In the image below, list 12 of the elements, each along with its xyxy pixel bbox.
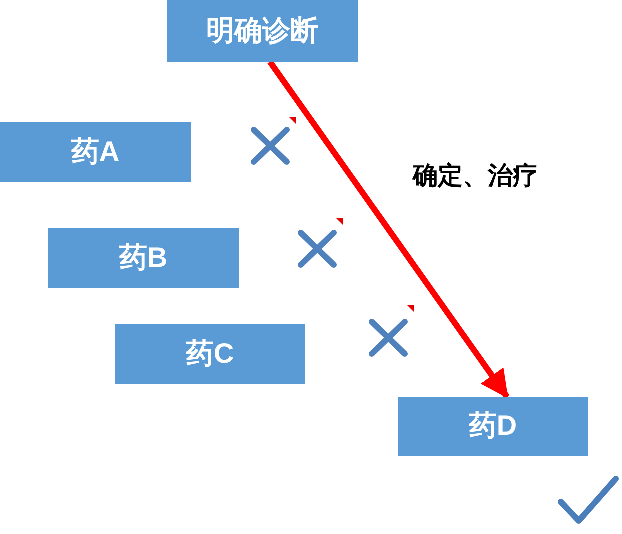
process-box — [0, 122, 191, 182]
edge-label: 确定、治疗 — [413, 163, 538, 190]
process-box — [115, 324, 305, 384]
box-label: 药B — [119, 242, 168, 274]
box-label: 药C — [186, 338, 234, 370]
process-box — [398, 397, 588, 456]
process-box — [48, 228, 239, 288]
arrow — [268, 60, 510, 399]
process-box — [167, 0, 358, 62]
box-label: 明确诊断 — [206, 16, 318, 46]
box-label: 药A — [71, 136, 120, 168]
box-label: 药D — [468, 411, 518, 442]
